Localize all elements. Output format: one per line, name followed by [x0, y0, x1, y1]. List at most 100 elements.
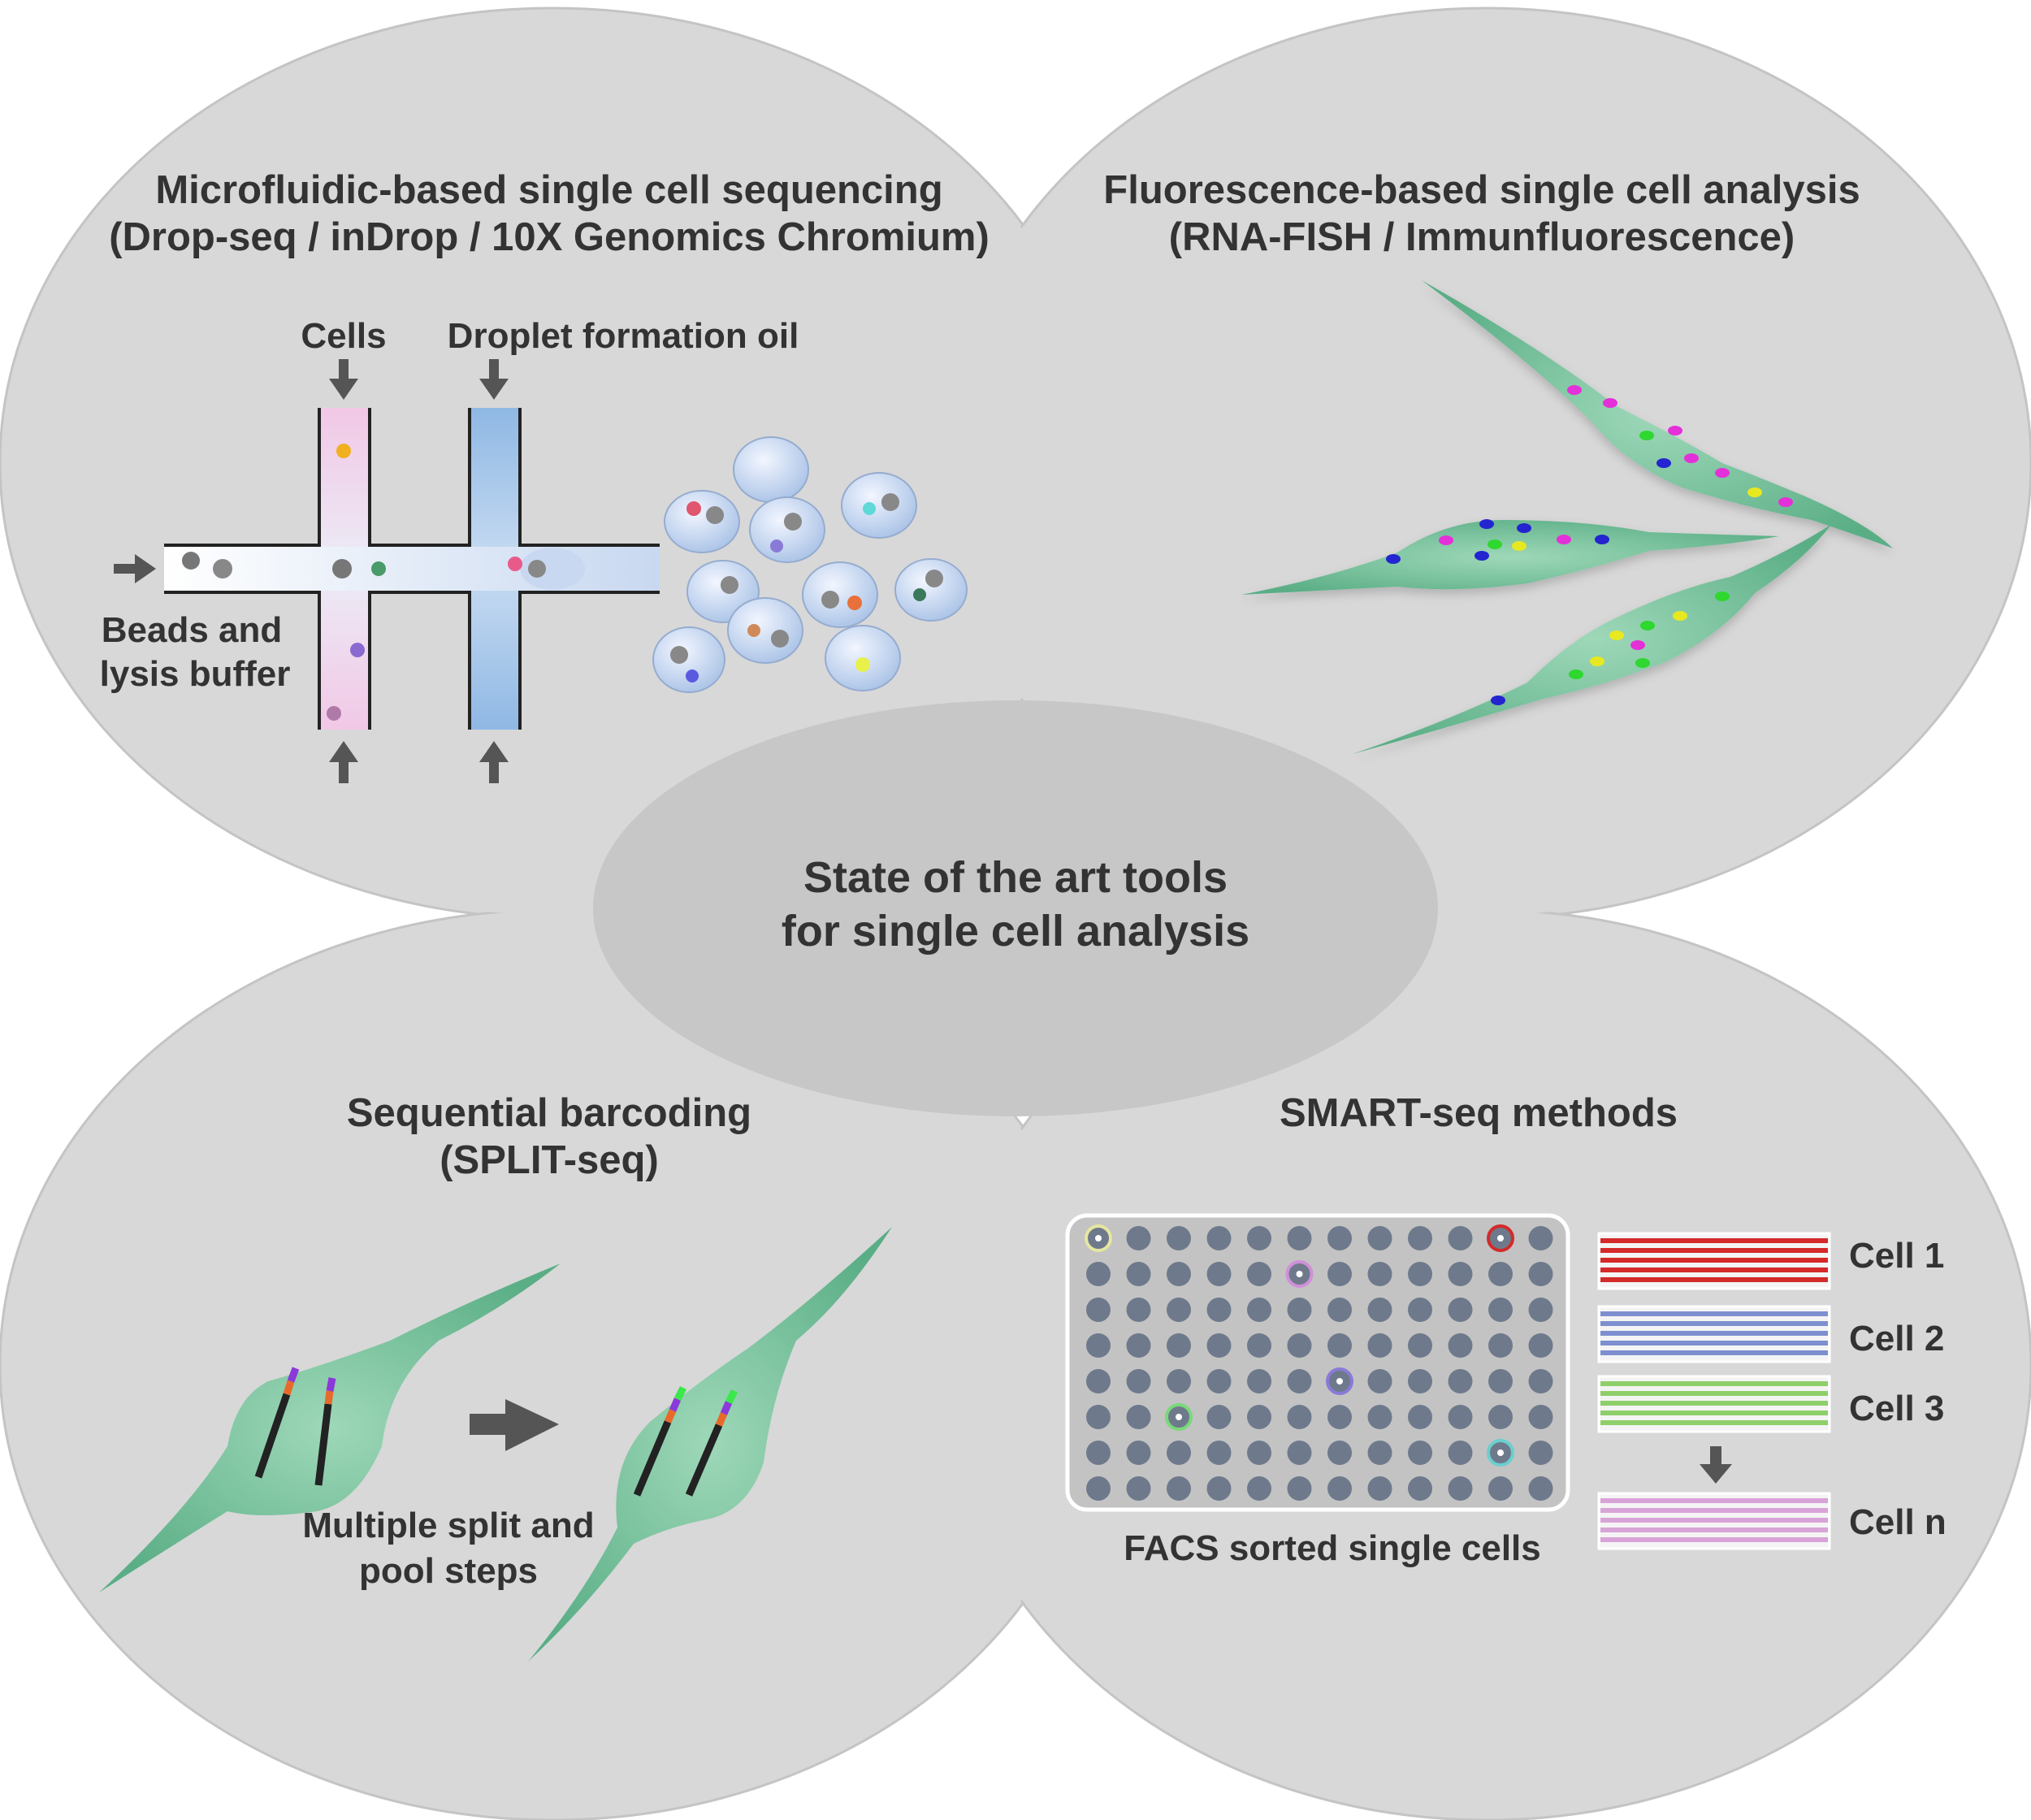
plate-well	[1327, 1405, 1352, 1429]
beads-inlet-arrow-icon	[114, 554, 156, 583]
plate-well	[1327, 1298, 1352, 1322]
split-steps-line1: Multiple split and	[302, 1506, 594, 1545]
reads-down-arrow-icon	[1700, 1446, 1732, 1484]
sorted-cell-marker	[1336, 1378, 1343, 1384]
plate-well	[1167, 1369, 1191, 1393]
plate-well	[1126, 1476, 1151, 1501]
sequencing-read	[1600, 1321, 1828, 1326]
plate-well	[1488, 1298, 1513, 1322]
plate-well	[1408, 1262, 1432, 1286]
plate-well	[1408, 1333, 1432, 1358]
oil-inlet-arrow-icon	[479, 359, 509, 400]
plate-well	[1126, 1298, 1151, 1322]
read-groups: Cell 1 Cell 2 Cell 3 Cell n	[1597, 1232, 1947, 1550]
plate-well	[1287, 1226, 1312, 1250]
sequencing-read	[1600, 1420, 1828, 1425]
microfluidic-title-line2: (Drop-seq / inDrop / 10X Genomics Chromi…	[109, 215, 990, 259]
plate-well	[1528, 1476, 1553, 1501]
beads-label-line2: lysis buffer	[100, 654, 291, 694]
plate-well	[1206, 1441, 1232, 1465]
plate-caption: FACS sorted single cells	[1124, 1528, 1541, 1568]
plate-well	[1206, 1226, 1232, 1250]
microfluidic-title-line1: Microfluidic-based single cell sequencin…	[155, 168, 942, 212]
plate-well	[1367, 1476, 1392, 1501]
plate-well	[1247, 1405, 1271, 1429]
cell-read-label: Cell 2	[1849, 1319, 1944, 1358]
plate-well	[1408, 1476, 1432, 1501]
sequencing-read	[1600, 1268, 1828, 1272]
droplets	[652, 436, 968, 693]
plate-well	[1327, 1226, 1352, 1250]
plate-well	[1287, 1441, 1312, 1465]
plate-well	[1206, 1262, 1232, 1286]
sorted-cell-marker	[1497, 1235, 1504, 1242]
fluorescence-title-line2: (RNA-FISH / Immunfluorescence)	[1169, 215, 1795, 259]
plate-well	[1126, 1369, 1151, 1393]
barcode-molecules-left	[254, 1367, 336, 1486]
sequencing-read	[1600, 1528, 1828, 1532]
cells-inlet-arrow-icon	[329, 359, 358, 400]
sequencing-read	[1600, 1391, 1828, 1396]
plate-well	[1448, 1298, 1473, 1322]
plate-well	[1448, 1333, 1473, 1358]
cell-read-label: Cell n	[1849, 1502, 1947, 1542]
plate-well	[1488, 1333, 1513, 1358]
plate-well	[1408, 1441, 1432, 1465]
plate-well	[1327, 1476, 1352, 1501]
cell-read-label: Cell 1	[1849, 1236, 1944, 1276]
plate-well	[1126, 1333, 1151, 1358]
plate-well	[1528, 1333, 1553, 1358]
center-hub: State of the art tools for single cell a…	[593, 700, 1438, 1116]
plate-well	[1448, 1226, 1473, 1250]
fluorescent-cell-top	[1422, 280, 1893, 548]
plate-well	[1408, 1226, 1432, 1250]
sorted-cell-marker	[1095, 1235, 1102, 1242]
cell-read-label: Cell 3	[1849, 1389, 1944, 1428]
sequencing-read	[1600, 1238, 1828, 1243]
plate-well	[1367, 1262, 1392, 1286]
plate-well	[1206, 1405, 1232, 1429]
plate-well	[1528, 1262, 1553, 1286]
plate-well	[1247, 1226, 1271, 1250]
cells-label: Cells	[301, 316, 386, 356]
plate-well	[1126, 1226, 1151, 1250]
plate-well	[1528, 1298, 1553, 1322]
plate-well	[1408, 1298, 1432, 1322]
plate-well	[1167, 1298, 1191, 1322]
plate-well	[1086, 1476, 1111, 1501]
plate-well	[1488, 1369, 1513, 1393]
fluorescence-title-line1: Fluorescence-based single cell analysis	[1103, 168, 1860, 212]
plate-well	[1488, 1262, 1513, 1286]
plate-well	[1528, 1405, 1553, 1429]
sequencing-read	[1600, 1248, 1828, 1253]
plate-well	[1126, 1262, 1151, 1286]
plate-well	[1287, 1405, 1312, 1429]
plate-well	[1327, 1262, 1352, 1286]
plate-well	[1528, 1226, 1553, 1250]
split-cell-left	[99, 1263, 561, 1592]
plate-well	[1367, 1405, 1392, 1429]
plate-well	[1287, 1476, 1312, 1501]
plate-well	[1448, 1262, 1473, 1286]
plate-well	[1206, 1298, 1232, 1322]
center-title-line1: State of the art tools	[803, 853, 1228, 902]
smart-title: SMART-seq methods	[1280, 1091, 1678, 1135]
sequencing-read	[1600, 1311, 1828, 1316]
sorted-cell-marker	[1296, 1271, 1303, 1277]
plate-well	[1367, 1226, 1392, 1250]
center-title-line2: for single cell analysis	[782, 907, 1249, 956]
plate-well	[1247, 1476, 1271, 1501]
plate-well	[1327, 1441, 1352, 1465]
split-pool-arrow-icon	[470, 1399, 559, 1451]
plate-well	[1247, 1441, 1271, 1465]
plate-well	[1448, 1405, 1473, 1429]
fluorescence-panel: Fluorescence-based single cell analysis …	[1103, 168, 1893, 754]
main-channel	[164, 547, 660, 591]
plate-well	[1488, 1476, 1513, 1501]
plate-well	[1327, 1333, 1352, 1358]
plate-well	[1247, 1369, 1271, 1393]
plate-well	[1247, 1298, 1271, 1322]
plate-well	[1167, 1476, 1191, 1501]
plate-well	[1086, 1369, 1111, 1393]
plate-well	[1086, 1405, 1111, 1429]
